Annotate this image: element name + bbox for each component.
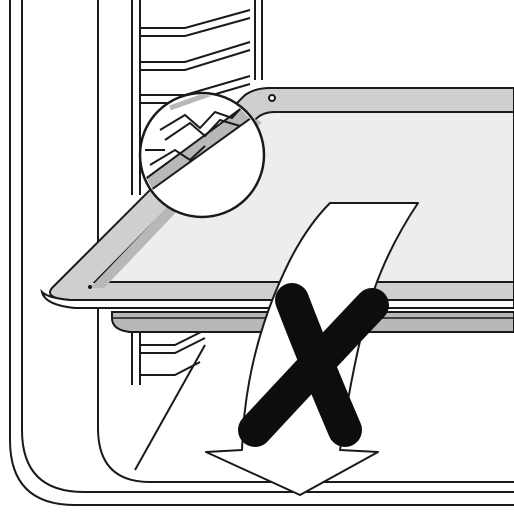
magnifier-detail-circle-icon bbox=[140, 92, 265, 217]
